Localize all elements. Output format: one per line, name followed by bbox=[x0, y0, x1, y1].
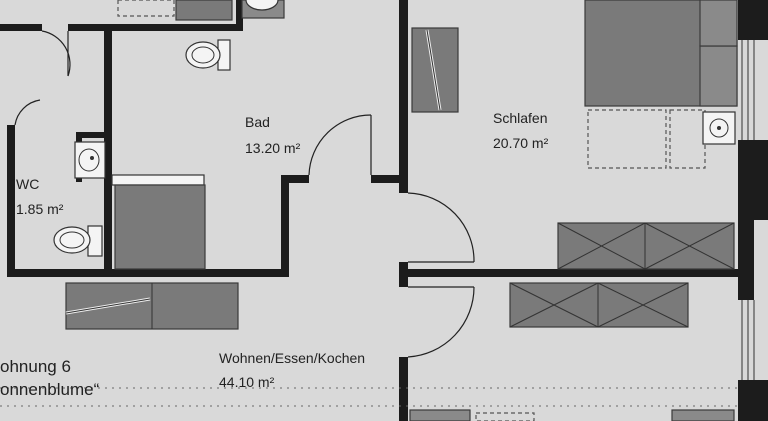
apartment-number: ohnung 6 bbox=[0, 357, 71, 376]
room-label-wc: WC bbox=[16, 176, 39, 192]
toilet-icon bbox=[185, 39, 231, 71]
doors bbox=[14, 30, 475, 358]
bedside-items bbox=[587, 109, 736, 169]
bottom-furniture bbox=[409, 409, 735, 421]
top-fixtures bbox=[117, 0, 285, 21]
sink-icon bbox=[74, 141, 106, 179]
apartment-name: onnenblume“ bbox=[0, 380, 100, 399]
room-area-schlafen: 20.70 m² bbox=[493, 135, 549, 151]
room-label-wohnen: Wohnen/Essen/Kochen bbox=[219, 350, 365, 366]
windows bbox=[741, 40, 755, 380]
wc-toilet-icon bbox=[53, 225, 103, 257]
room-label-bad: Bad bbox=[245, 114, 270, 130]
room-area-bad: 13.20 m² bbox=[245, 140, 301, 156]
room-area-wohnen: 44.10 m² bbox=[219, 374, 275, 390]
hall-wardrobe bbox=[65, 282, 239, 330]
bed bbox=[584, 0, 738, 107]
shower-tray bbox=[111, 174, 206, 270]
bedroom-wardrobe-small bbox=[411, 27, 459, 113]
bedroom-wardrobe bbox=[557, 222, 735, 270]
room-label-schlafen: Schlafen bbox=[493, 110, 547, 126]
room-area-wc: 1.85 m² bbox=[16, 201, 64, 217]
living-cabinet bbox=[509, 282, 689, 328]
